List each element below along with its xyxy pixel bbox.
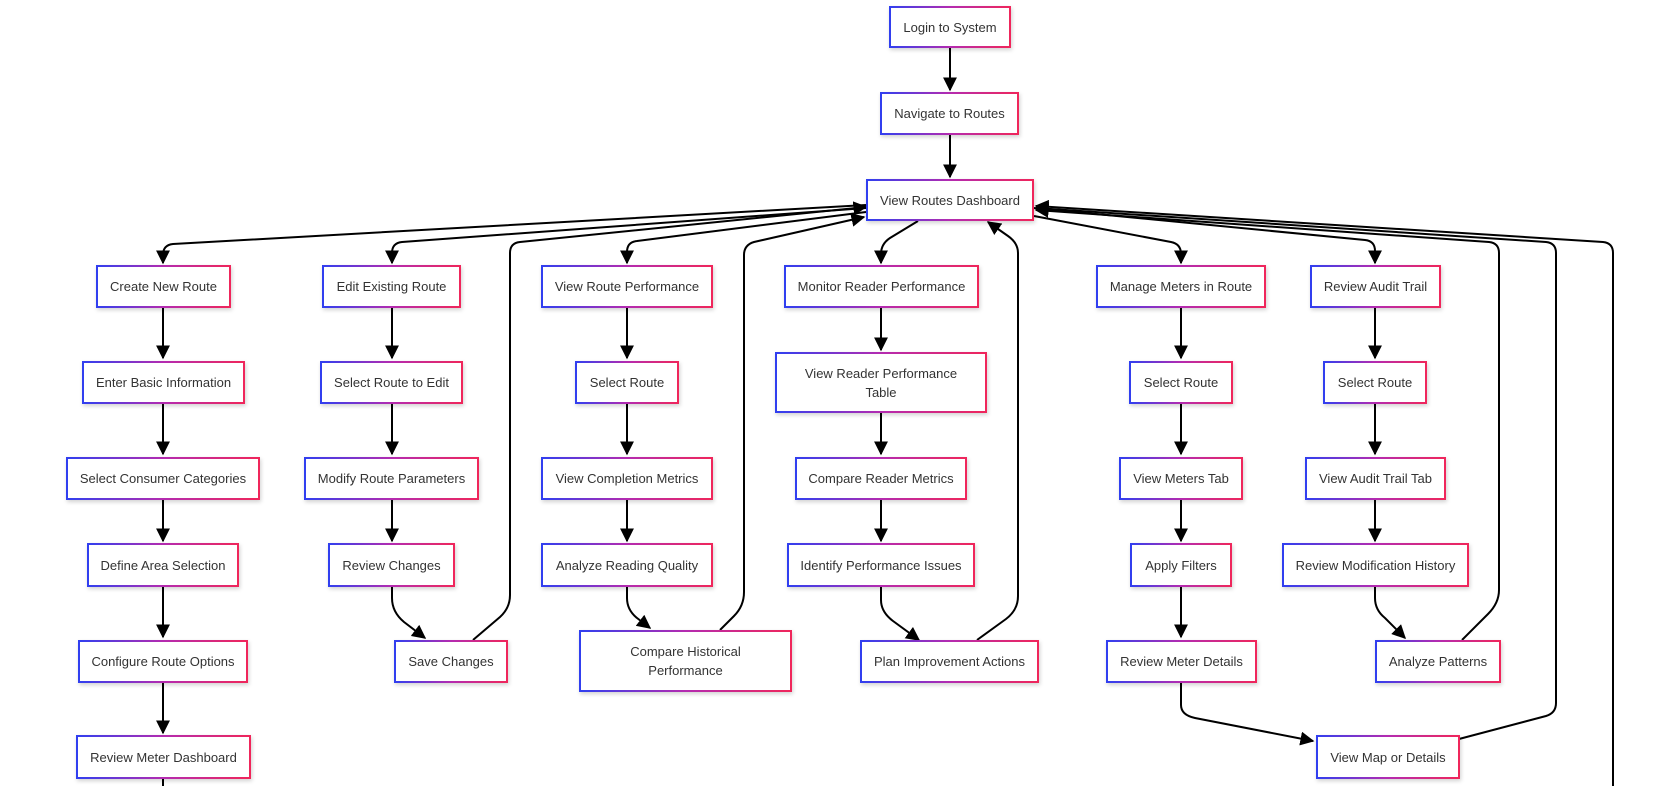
node-perf: View Route Performance (541, 265, 713, 308)
node-quality: Analyze Reading Quality (541, 543, 713, 587)
node-issues: Identify Performance Issues (787, 543, 975, 587)
edge-map-dashboard (1034, 201, 1557, 740)
node-audit-tab: View Audit Trail Tab (1305, 457, 1446, 500)
node-options: Configure Route Options (78, 640, 248, 683)
node-compare-reader: Compare Reader Metrics (795, 457, 967, 500)
edge-dashboard-edit (385, 207, 867, 265)
edge-patterns-dashboard (1034, 203, 1500, 641)
edge-save-dashboard (472, 201, 868, 641)
edge-improvement-dashboard (976, 221, 1019, 641)
node-improvement: Plan Improvement Actions (860, 640, 1039, 683)
node-patterns: Analyze Patterns (1375, 640, 1501, 683)
node-modify: Modify Route Parameters (304, 457, 479, 500)
node-review-changes: Review Changes (328, 543, 455, 587)
node-save: Save Changes (394, 640, 508, 683)
edge-meterdetails-map (1180, 683, 1315, 746)
edge-modhistory-patterns (1374, 587, 1406, 639)
node-edit: Edit Existing Route (322, 265, 461, 308)
node-meters: Manage Meters in Route (1096, 265, 1266, 308)
node-categories: Select Consumer Categories (66, 457, 260, 500)
node-map: View Map or Details (1316, 735, 1460, 779)
edge-dashboard-audit (1033, 207, 1382, 265)
edge-dashboard-create (156, 204, 867, 265)
node-select-edit: Select Route to Edit (320, 361, 463, 404)
node-create: Create New Route (96, 265, 231, 308)
node-audit: Review Audit Trail (1310, 265, 1441, 308)
edge-dashboard-meters (1033, 215, 1188, 265)
node-basic: Enter Basic Information (82, 361, 245, 404)
node-area: Define Area Selection (87, 543, 239, 587)
edge-quality-historical (626, 587, 652, 629)
node-navigate: Navigate to Routes (880, 92, 1019, 135)
node-reader: Monitor Reader Performance (784, 265, 979, 308)
node-reader-table: View Reader Performance Table (775, 352, 987, 413)
edge-dashboard-perf (620, 211, 867, 265)
edge-dashboard-reader (874, 220, 919, 265)
edge-offscreen-dashboard (1034, 199, 1614, 786)
node-meter-details: Review Meter Details (1106, 640, 1257, 683)
edge-issues-improvement (880, 587, 921, 641)
node-mod-history: Review Modification History (1282, 543, 1469, 587)
node-dashboard: View Routes Dashboard (866, 179, 1034, 221)
edge-historical-dashboard (719, 212, 866, 631)
node-select-audit: Select Route (1323, 361, 1427, 404)
edge-review-save (391, 587, 427, 639)
node-select-perf: Select Route (575, 361, 679, 404)
node-historical: Compare Historical Performance (579, 630, 792, 692)
node-select-meters: Select Route (1129, 361, 1233, 404)
node-login: Login to System (889, 6, 1011, 48)
node-meter-dashboard: Review Meter Dashboard (76, 735, 251, 779)
node-meters-tab: View Meters Tab (1119, 457, 1243, 500)
node-completion: View Completion Metrics (541, 457, 713, 500)
node-filters: Apply Filters (1130, 543, 1232, 587)
